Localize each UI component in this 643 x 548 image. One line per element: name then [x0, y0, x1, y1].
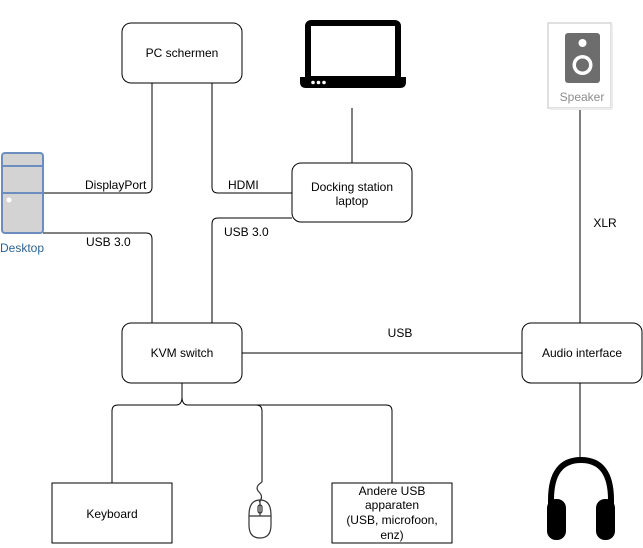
edge-dock-to-screens — [211, 83, 292, 194]
node-docking-station-label-line1: Docking station — [311, 180, 393, 194]
node-mouse[interactable] — [248, 481, 272, 539]
node-other-usb-label-line4: enz) — [380, 528, 403, 542]
node-other-usb-label-line3: (USB, microfoon, — [346, 513, 437, 527]
node-kvm-switch[interactable]: KVM switch — [121, 322, 243, 384]
node-kvm-switch-label: KVM switch — [151, 346, 214, 360]
node-other-usb[interactable]: Andere USB apparaten (USB, microfoon, en… — [331, 482, 453, 544]
edge-label-usb: USB — [388, 326, 413, 340]
edge-kvm-to-mouse — [181, 396, 263, 482]
node-docking-station-label-line2: laptop — [336, 194, 369, 208]
edge-desktop-to-kvm — [43, 232, 153, 323]
edge-kvm-to-keyboard — [111, 383, 183, 483]
node-speaker-label: Speaker — [560, 90, 605, 104]
node-desktop[interactable]: Desktop — [0, 152, 44, 255]
edge-label-xlr: XLR — [593, 216, 617, 230]
node-audio-interface[interactable]: Audio interface — [521, 322, 643, 384]
node-speaker[interactable]: Speaker — [547, 22, 613, 110]
speaker-icon — [565, 33, 600, 83]
headphones-icon — [547, 456, 615, 540]
edge-label-usb30-desktop: USB 3.0 — [86, 235, 131, 249]
node-docking-station[interactable]: Docking station laptop — [291, 162, 413, 223]
node-headphones[interactable] — [547, 456, 615, 540]
node-audio-interface-label: Audio interface — [542, 346, 622, 360]
mouse-icon — [248, 481, 272, 539]
node-keyboard-label: Keyboard — [86, 507, 137, 521]
edge-label-usb30-dock: USB 3.0 — [224, 225, 269, 239]
edge-desktop-to-screens — [43, 83, 153, 194]
node-pc-screens[interactable]: PC schermen — [121, 22, 243, 84]
node-keyboard[interactable]: Keyboard — [51, 482, 173, 544]
edge-label-displayport: DisplayPort — [85, 178, 147, 192]
node-laptop[interactable] — [300, 20, 406, 88]
edge-dock-to-kvm — [211, 217, 292, 323]
edge-kvm-to-other-usb — [256, 404, 393, 483]
node-other-usb-label-line2: apparaten — [365, 498, 419, 512]
node-desktop-label: Desktop — [0, 241, 44, 255]
desktop-tower-icon — [1, 152, 44, 234]
node-other-usb-label-line1: Andere USB — [359, 484, 426, 498]
laptop-icon — [300, 20, 406, 88]
node-pc-screens-label: PC schermen — [146, 46, 219, 60]
edge-label-hdmi: HDMI — [228, 178, 259, 192]
